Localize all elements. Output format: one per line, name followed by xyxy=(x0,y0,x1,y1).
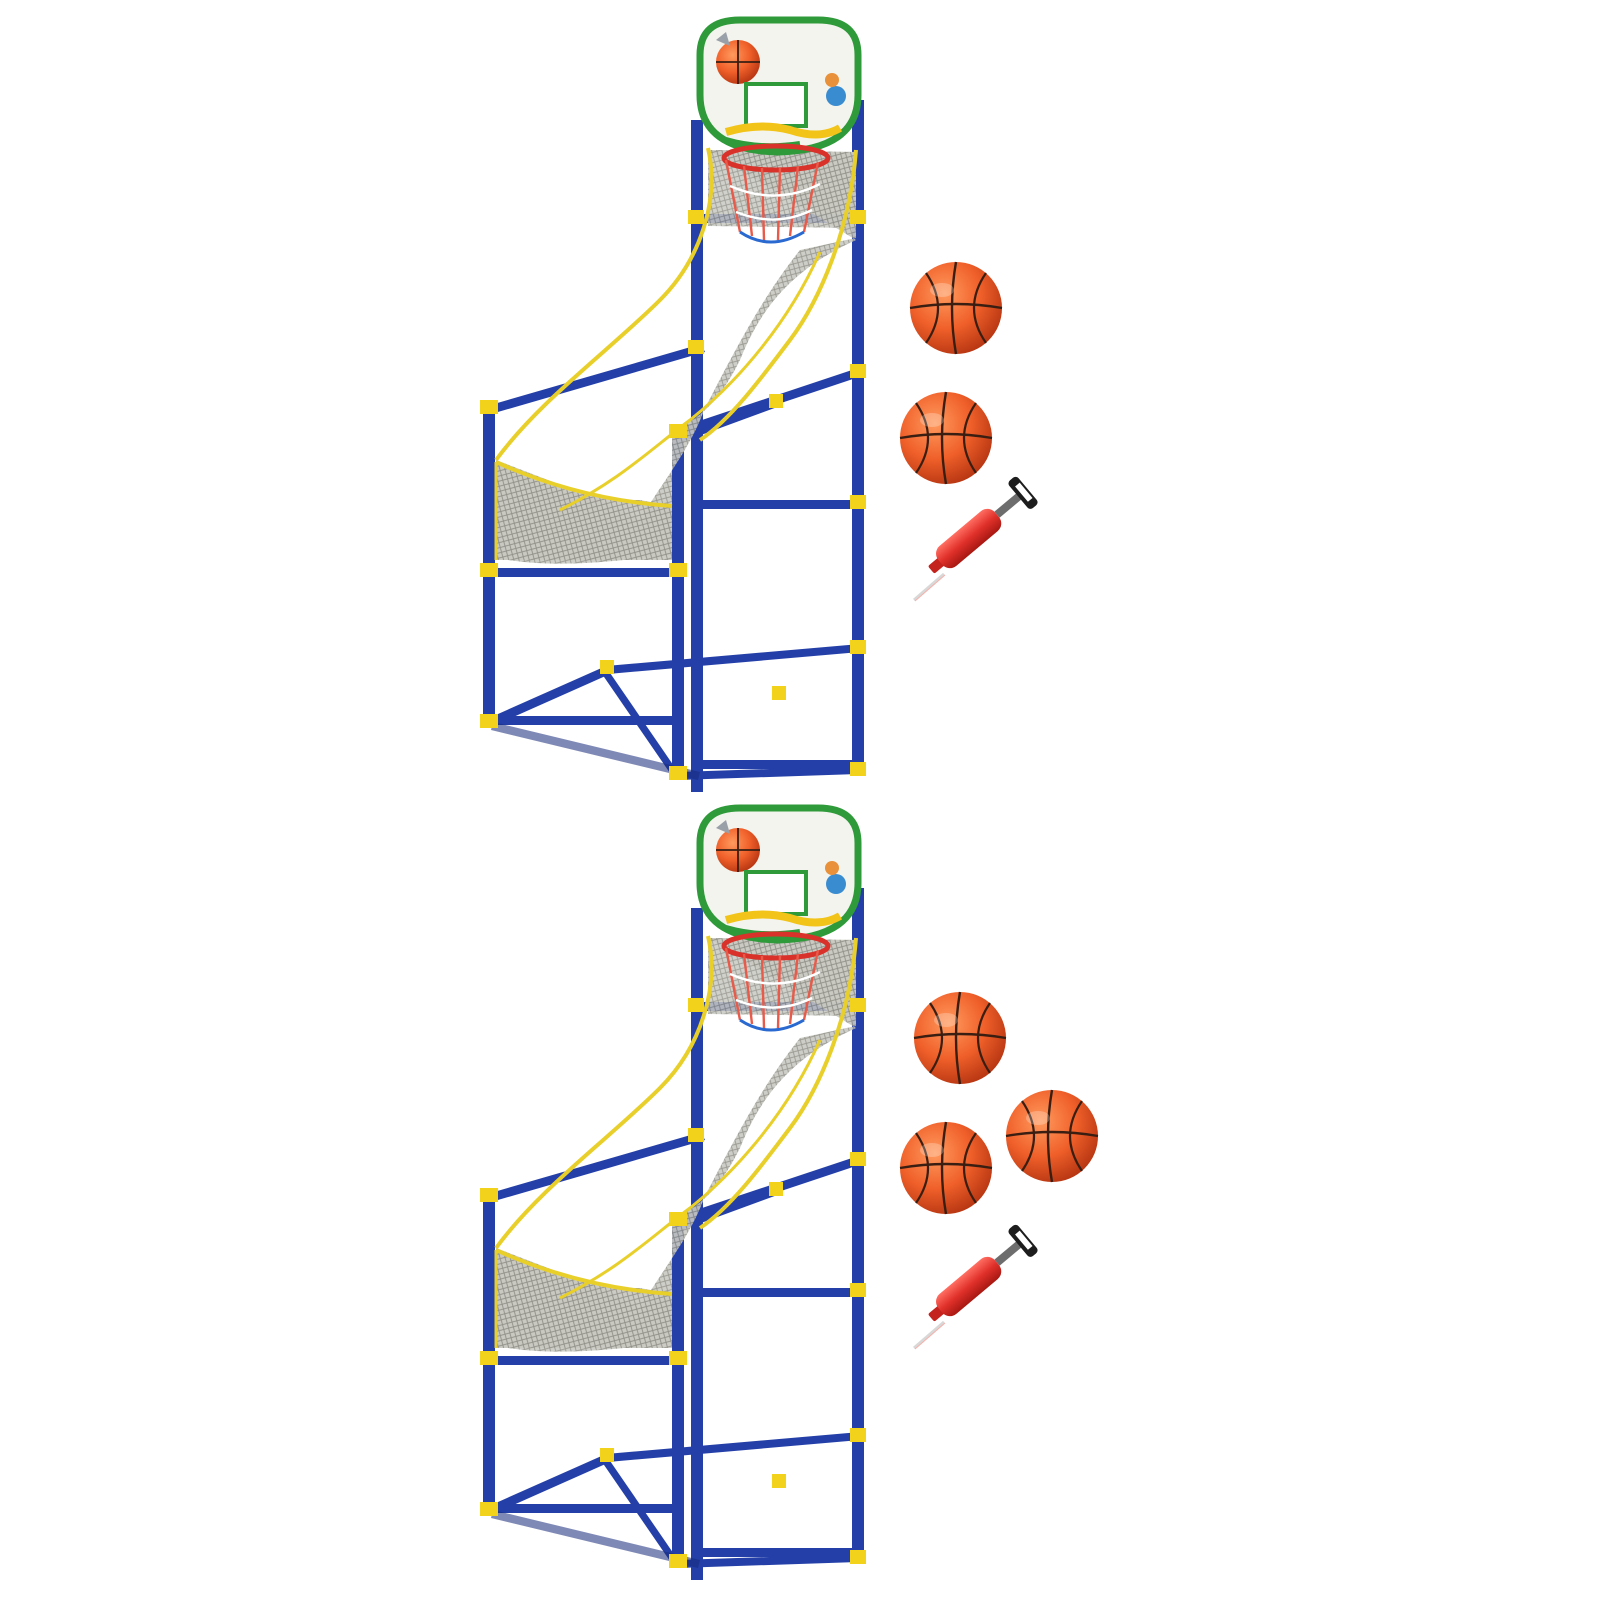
basketball-icon xyxy=(1004,1088,1100,1184)
basketball-icon xyxy=(912,990,1008,1086)
basketball-icon xyxy=(898,390,994,486)
basketball-icon xyxy=(898,1120,994,1216)
basketball-icon xyxy=(908,260,1004,356)
